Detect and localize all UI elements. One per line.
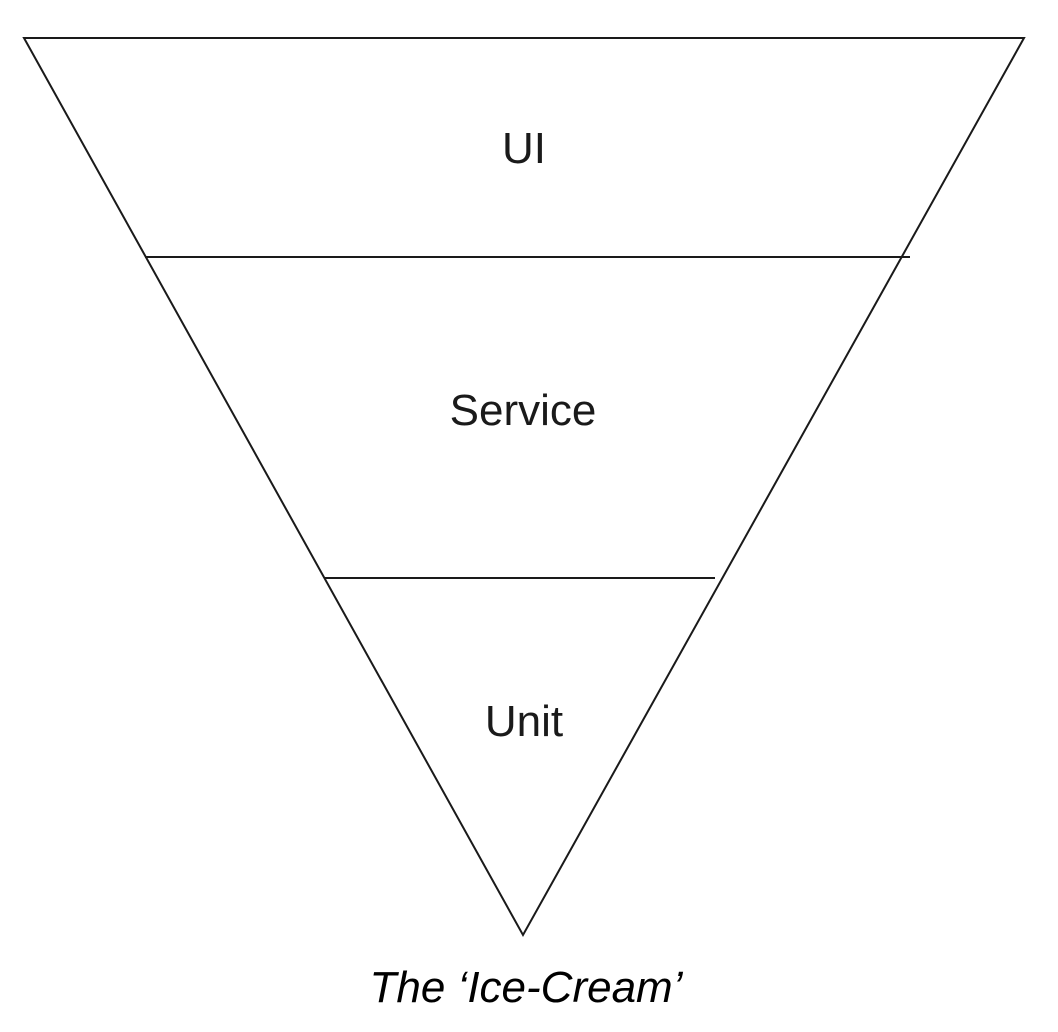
inverted-triangle-outline xyxy=(22,37,1026,938)
layer-label-service: Service xyxy=(450,386,597,435)
layer-label-unit: Unit xyxy=(485,697,563,746)
diagram-caption: The ‘Ice-Cream’ xyxy=(370,963,684,1012)
layer-label-ui: UI xyxy=(502,124,546,173)
